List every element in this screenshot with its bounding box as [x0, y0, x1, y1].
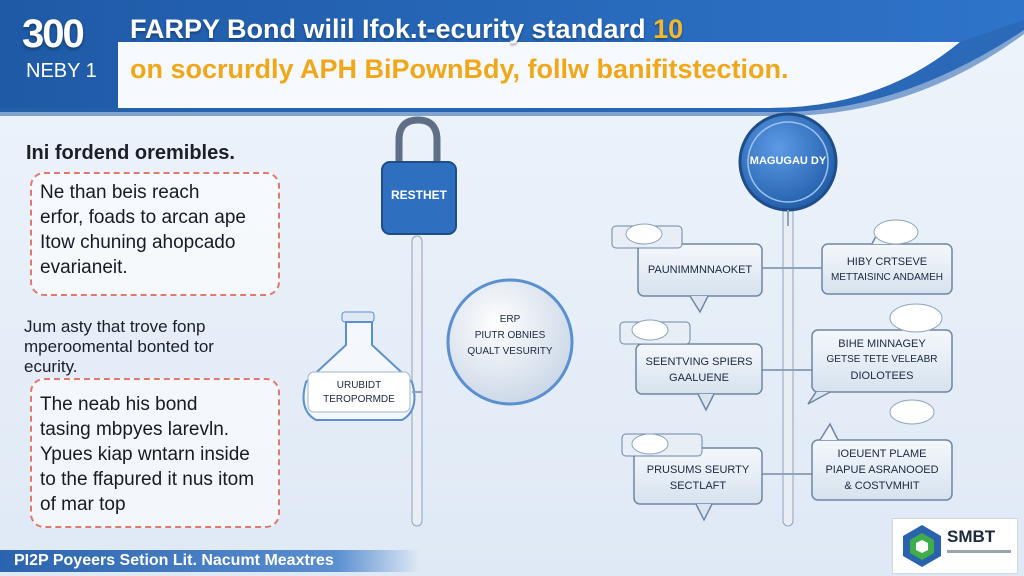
right-node-2-label: BIHE MINNAGEY	[838, 338, 926, 350]
left-node-3-shape	[621, 433, 763, 522]
mid-line: Jum asty that trove fonp	[24, 317, 206, 336]
banner-shape	[0, 0, 1024, 117]
top-node-label: MAGUGAU DY	[749, 155, 827, 167]
left-pipe	[411, 235, 423, 527]
right-node-1-shape	[821, 219, 953, 295]
title-main: FARPY Bond wilil Ifok.t-ecurity standard	[130, 14, 646, 44]
padlock-icon	[381, 116, 457, 235]
left-node-1-label: PAUNIMMNNAOKET	[647, 264, 753, 276]
footer-strip: PI2P Poyeers Setion Lit. Nacumt Meaxtres	[0, 550, 420, 572]
right-node-1-label: HIBY CRTSEVE	[846, 256, 928, 268]
right-node-2-sub2: DIOLOTEES	[850, 370, 914, 382]
left-node-1-shape	[611, 223, 763, 314]
left-node-3-label: PRUSUMS SEURTY	[646, 464, 750, 476]
circle-label-1: ERP	[499, 314, 521, 325]
lock-label: RESTHET	[390, 188, 447, 202]
callout-box-2: The neab his bond tasing mbpyes larevln.…	[30, 378, 280, 528]
logo-underline	[947, 550, 1011, 553]
flask-label-2: TEROPORMDE	[323, 394, 395, 405]
box2-line: Ypues kiap wntarn inside	[40, 444, 250, 465]
left-node-2-label: SEENTVING SPIERS	[645, 356, 753, 368]
badge-subtitle: NEBY 1	[26, 60, 97, 82]
badge-number: 300	[22, 12, 85, 56]
right-node-3-shape	[811, 399, 953, 501]
left-node-2-sub: GAALUENE	[669, 372, 729, 384]
mid-line: ecurity.	[24, 357, 78, 376]
box1-line: evarianeit.	[40, 257, 128, 278]
quality-security-circle	[446, 278, 574, 406]
box2-line: to the ffapured it nus itom	[40, 469, 255, 490]
page-title-line2: on socrurdly APH BiPownBdy, follw banifi…	[130, 54, 789, 84]
right-node-1-sub: METTAISINC ANDAMEH	[830, 272, 944, 283]
flask-label-1: URUBIDT	[336, 380, 382, 391]
page-title-line1: FARPY Bond wilil Ifok.t-ecurity standard…	[130, 14, 683, 45]
circle-label-2: PIUTR OBNIES	[474, 330, 546, 341]
brand-logo: SMBT	[892, 518, 1018, 574]
circle-label-3: QUALT VESURITY	[467, 346, 553, 357]
box2-line: The neab his bond	[40, 394, 198, 415]
middle-paragraph: Jum asty that trove fonp mperoomental bo…	[24, 317, 284, 377]
left-node-3-sub: SECTLAFT	[669, 480, 727, 492]
logo-hexagon-icon	[903, 525, 941, 567]
right-node-2-shape	[807, 303, 953, 405]
left-node-2-shape	[619, 319, 763, 412]
footer-text: PI2P Poyeers Setion Lit. Nacumt Meaxtres	[14, 552, 334, 569]
right-node-2-sub: GETSE TETE VELEABR	[826, 354, 938, 365]
box1-line: Ne than beis reach	[40, 182, 200, 203]
callout-box-1: Ne than beis reach erfor, foads to arcan…	[30, 172, 280, 296]
flask-icon	[302, 311, 416, 421]
box2-line: tasing mbpyes larevln.	[40, 419, 230, 440]
right-node-3-label: IOEUENT PLAME	[837, 448, 927, 460]
mid-line: mperoomental bonted tor	[24, 337, 214, 356]
right-node-3-sub: PIAPUE ASRANOOED	[825, 464, 939, 476]
title-accent: 10	[653, 14, 684, 44]
right-node-3-sub2: & COSTVMHIT	[844, 480, 920, 492]
box1-line: Itow chuning ahopcado	[40, 232, 236, 253]
section-heading: Ini fordend oremibles.	[26, 142, 235, 164]
box1-line: erfor, foads to arcan ape	[40, 207, 246, 228]
box2-line: of mar top	[40, 494, 126, 515]
right-pipe	[782, 197, 794, 527]
logo-text: SMBT	[947, 527, 996, 546]
header-banner: 300 NEBY 1 FARPY Bond wilil Ifok.t-ecuri…	[0, 0, 1024, 120]
